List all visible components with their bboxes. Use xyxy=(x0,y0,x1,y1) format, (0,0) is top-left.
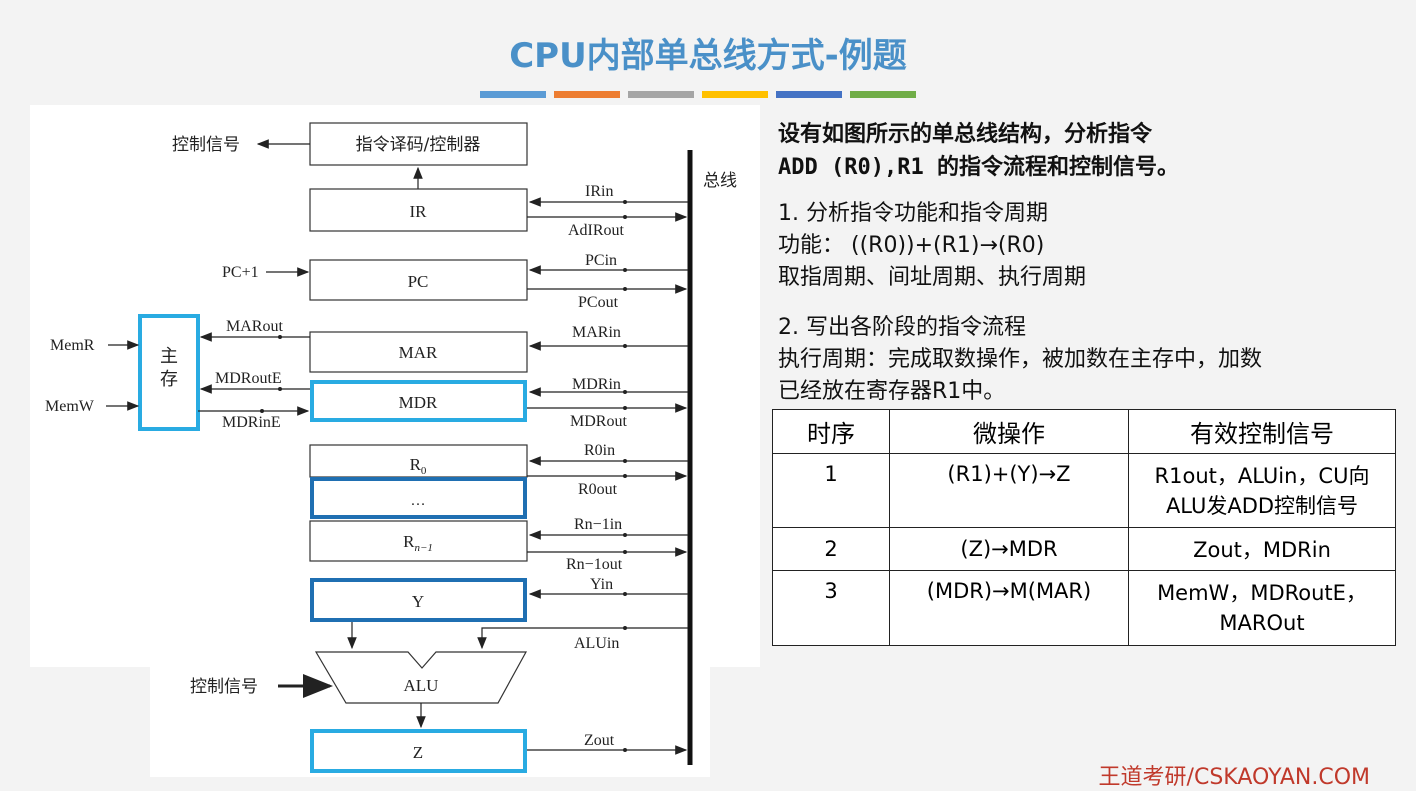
r0-in-label: R0in xyxy=(584,442,615,459)
header-op: 微操作 xyxy=(889,409,1129,454)
y-in-label: Yin xyxy=(590,576,613,593)
step2-desc-1: 执行周期：完成取数操作，被加数在主存中，加数 xyxy=(778,347,1263,372)
ir-register xyxy=(309,188,528,232)
control-signal-table: 时序 微操作 有效控制信号 1 (R1)+(Y)→Z R1out，ALUin，C… xyxy=(772,409,1396,646)
alu-in-label: ALUin xyxy=(574,635,619,652)
step2-desc-2: 已经放在寄存器R1中。 xyxy=(778,379,1006,404)
row-signal: R1out，ALUin，CU向 ALU发ADD控制信号 xyxy=(1128,453,1396,528)
step1-heading: 1. 分析指令功能和指令周期 xyxy=(778,201,1048,226)
pc-plus1-label: PC+1 xyxy=(222,264,259,281)
header-seq: 时序 xyxy=(772,409,890,454)
question-line-2: ADD (R0),R1 的指令流程和控制信号。 xyxy=(778,155,1179,180)
row-signal-line: R1out，ALUin，CU向 xyxy=(1154,463,1370,488)
alu-label: ALU xyxy=(404,676,439,695)
accent-bars xyxy=(480,91,916,98)
table-row: 3 (MDR)→M(MAR) MemW，MDRoutE， MAROut xyxy=(772,570,1396,646)
mdr-in-e-label: MDRinE xyxy=(222,414,281,431)
row-signal: Zout，MDRin xyxy=(1128,527,1396,571)
pc-label: PC xyxy=(408,272,429,291)
rn1-out-label: Rn−1out xyxy=(566,556,623,573)
step1-section: 1. 分析指令功能和指令周期 功能： ((R0))+(R1)→(R0) 取指周期… xyxy=(778,198,1086,294)
table-row: 1 (R1)+(Y)→Z R1out，ALUin，CU向 ALU发ADD控制信号 xyxy=(772,453,1396,528)
z-label: Z xyxy=(413,743,423,762)
step2-section: 2. 写出各阶段的指令流程 执行周期：完成取数操作，被加数在主存中，加数 已经放… xyxy=(778,312,1262,408)
other-registers xyxy=(310,477,527,519)
pc-register xyxy=(309,259,528,301)
step1-cycles: 取指周期、间址周期、执行周期 xyxy=(778,265,1087,290)
mdr-register xyxy=(310,380,527,422)
accent-bar xyxy=(480,91,546,98)
row-op: (MDR)→M(MAR) xyxy=(889,570,1129,646)
mdr-in-label: MDRin xyxy=(572,376,621,393)
mar-in-label: MARin xyxy=(572,324,621,341)
z-out-label: Zout xyxy=(584,732,615,749)
control-signal-top-label: 控制信号 xyxy=(172,135,240,155)
z-register xyxy=(310,729,527,773)
row-seq: 3 xyxy=(772,570,890,646)
row-signal: MemW，MDRoutE， MAROut xyxy=(1128,570,1396,646)
ad-ir-out-label: AdIRout xyxy=(568,222,625,239)
row-signal-line: MAROut xyxy=(1219,611,1305,635)
table-row: 2 (Z)→MDR Zout，MDRin xyxy=(772,527,1396,571)
decoder-label: 指令译码/控制器 xyxy=(356,135,481,155)
mem-w-label: MemW xyxy=(45,398,95,415)
accent-bar xyxy=(628,91,694,98)
accent-bar xyxy=(850,91,916,98)
rn1-label: Rn−1 xyxy=(403,532,433,554)
step2-heading: 2. 写出各阶段的指令流程 xyxy=(778,315,1026,340)
mar-out-label: MARout xyxy=(226,318,283,335)
ir-in-label: IRin xyxy=(585,183,613,200)
row-seq: 1 xyxy=(772,453,890,528)
row-seq: 2 xyxy=(772,527,890,571)
main-memory xyxy=(138,314,200,431)
memory-label-1: 主 xyxy=(160,346,178,367)
y-register xyxy=(310,578,527,622)
pc-out-label: PCout xyxy=(578,294,619,311)
decoder-box xyxy=(309,122,528,166)
accent-bar xyxy=(776,91,842,98)
alu-unit xyxy=(314,651,528,704)
question-text: 设有如图所示的单总线结构，分析指令 ADD (R0),R1 的指令流程和控制信号… xyxy=(778,118,1179,184)
r0-out-label: R0out xyxy=(578,481,618,498)
row-op: (Z)→MDR xyxy=(889,527,1129,571)
row-signal-line: ALU发ADD控制信号 xyxy=(1165,493,1359,518)
memory-label-2: 存 xyxy=(160,369,178,390)
r0-label: R0 xyxy=(410,455,427,477)
header-signal: 有效控制信号 xyxy=(1128,409,1396,454)
row-signal-line: MemW，MDRoutE， xyxy=(1157,581,1367,605)
footer-brand: 王道考研/CSKAOYAN.COM xyxy=(1098,765,1370,790)
rn1-register xyxy=(309,520,528,562)
bus-label: 总线 xyxy=(703,171,737,191)
mdr-label: MDR xyxy=(399,393,438,412)
control-signal-alu-label: 控制信号 xyxy=(190,677,258,697)
table-header-row: 时序 微操作 有效控制信号 xyxy=(772,409,1396,454)
mem-r-label: MemR xyxy=(50,337,95,354)
accent-bar xyxy=(702,91,768,98)
other-registers-dots: … xyxy=(411,493,426,509)
pc-in-label: PCin xyxy=(585,252,617,269)
ir-label: IR xyxy=(410,202,428,221)
y-label: Y xyxy=(412,592,424,611)
mdr-out-label: MDRout xyxy=(570,413,627,430)
mdr-out-e-label: MDRoutE xyxy=(215,370,282,387)
row-op: (R1)+(Y)→Z xyxy=(889,453,1129,528)
r0-register xyxy=(309,444,528,478)
rn1-in-label: Rn−1in xyxy=(574,516,622,533)
page-title: CPU内部单总线方式-例题 xyxy=(509,36,907,76)
question-line-1: 设有如图所示的单总线结构，分析指令 xyxy=(778,122,1153,147)
mar-label: MAR xyxy=(399,343,438,362)
step1-function: 功能： ((R0))+(R1)→(R0) xyxy=(778,233,1045,258)
accent-bar xyxy=(554,91,620,98)
mar-register xyxy=(309,331,528,373)
